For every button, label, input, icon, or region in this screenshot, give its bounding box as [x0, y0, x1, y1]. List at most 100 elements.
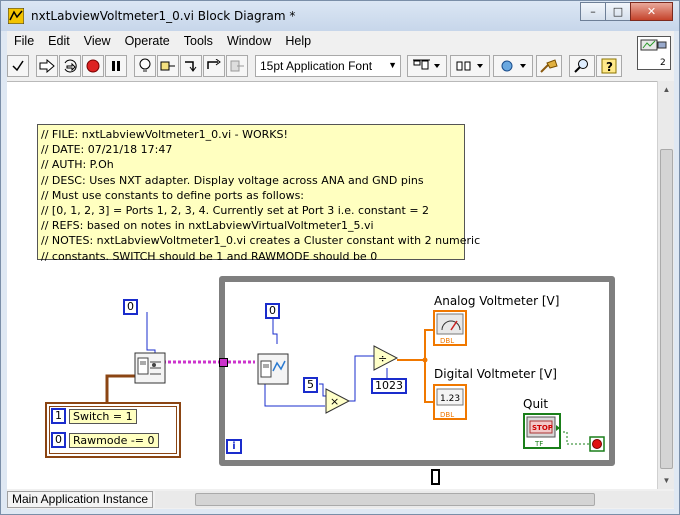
vertical-scrollbar[interactable]: ▲ ▼	[657, 81, 674, 489]
cleanup-broom-icon	[540, 59, 558, 73]
block-diagram-canvas[interactable]: // FILE: nxtLabviewVoltmeter1_0.vi - WOR…	[7, 81, 657, 489]
application-instance[interactable]: Main Application Instance	[7, 490, 154, 508]
iteration-terminal[interactable]: i	[226, 439, 242, 454]
divide-icon: ÷	[373, 345, 399, 371]
minimize-button[interactable]: –	[580, 2, 606, 21]
context-help-button[interactable]: ?	[596, 55, 622, 77]
distribute-objects-button[interactable]	[450, 55, 490, 77]
pause-icon	[112, 61, 120, 71]
comment-line: // FILE: nxtLabviewVoltmeter1_0.vi - WOR…	[41, 128, 288, 141]
scroll-up-icon[interactable]: ▲	[662, 85, 671, 94]
menu-file[interactable]: File	[14, 34, 35, 48]
help-question-icon: ?	[601, 58, 617, 74]
window-title: nxtLabviewVoltmeter1_0.vi Block Diagram …	[31, 9, 296, 23]
divide-node[interactable]: ÷	[373, 345, 399, 374]
checkmark-icon	[12, 60, 24, 72]
search-icon	[574, 59, 588, 73]
comment-line: // NOTES: nxtLabviewVoltmeter1_0.vi crea…	[41, 234, 481, 248]
product-wire	[349, 355, 375, 402]
comment-line: // DESC: Uses NXT adapter. Display volta…	[41, 173, 424, 187]
dbl-tag: DBL	[440, 411, 454, 419]
switch-constant[interactable]: 1	[51, 408, 66, 424]
quit-label: Quit	[523, 397, 549, 411]
run-checkmark-button[interactable]	[7, 55, 29, 77]
rawmode-label: Rawmode -= 0	[69, 433, 159, 448]
divisor-constant[interactable]: 1023	[371, 378, 407, 394]
nxt-sensor-read-icon	[257, 353, 289, 385]
font-selector-value: 15pt Application Font	[260, 59, 373, 73]
inner-port-constant[interactable]: 0	[265, 303, 280, 319]
switch-label: Switch = 1	[69, 409, 137, 424]
retain-wire-icon	[160, 61, 175, 71]
step-out-button[interactable]	[226, 55, 248, 77]
scroll-down-icon[interactable]: ▼	[662, 476, 671, 485]
digital-voltmeter-terminal[interactable]: 1.23 DBL	[433, 384, 467, 423]
menu-view[interactable]: View	[83, 34, 111, 48]
multiply-icon: ×	[325, 388, 351, 414]
step-into-button[interactable]	[180, 55, 202, 77]
menu-tools[interactable]: Tools	[183, 34, 213, 48]
highlight-execution-button[interactable]	[134, 55, 156, 77]
digital-voltmeter-label: Digital Voltmeter [V]	[434, 367, 557, 381]
horizontal-scrollbar[interactable]	[155, 490, 674, 508]
while-loop[interactable]	[219, 276, 615, 466]
retain-wire-values-button[interactable]	[157, 55, 179, 77]
rawmode-constant[interactable]: 0	[51, 432, 66, 448]
multiply-node[interactable]: ×	[325, 388, 351, 417]
close-button[interactable]: ✕	[630, 2, 673, 21]
cleanup-diagram-button[interactable]	[536, 55, 562, 77]
run-arrow-icon	[39, 59, 55, 73]
digital-display-value: 1.23	[440, 394, 460, 404]
labview-app-icon	[8, 8, 24, 24]
nxt-read-sensor-node[interactable]	[257, 353, 289, 388]
loop-condition-terminal[interactable]	[589, 436, 605, 455]
inner-port-wire	[272, 308, 278, 344]
numeric-indicator-icon: 1.23 DBL	[433, 384, 467, 420]
cluster-wire	[105, 374, 135, 402]
pause-button[interactable]	[105, 55, 127, 77]
stop-text: STOP	[532, 424, 553, 432]
font-selector[interactable]: 15pt Application Font ▼	[255, 55, 401, 77]
menu-window[interactable]: Window	[226, 34, 272, 48]
scale-constant[interactable]: 5	[303, 377, 318, 393]
align-objects-button[interactable]	[407, 55, 447, 77]
toolbar: 15pt Application Font ▼ ?	[7, 53, 637, 79]
comment-line: // DATE: 07/21/18 17:47	[41, 143, 173, 157]
voltage-wire	[397, 329, 433, 403]
abort-button[interactable]	[82, 55, 104, 77]
hscroll-thumb[interactable]	[195, 492, 596, 506]
menu-edit[interactable]: Edit	[48, 34, 70, 48]
stop-icon	[86, 59, 100, 73]
svg-text:÷: ÷	[378, 352, 387, 365]
run-continuously-button[interactable]	[59, 55, 81, 77]
run-button[interactable]	[36, 55, 58, 77]
comment-line: // constants. SWITCH should be 1 and RAW…	[41, 249, 378, 263]
search-button[interactable]	[569, 55, 595, 77]
nxt-open-sensor-node[interactable]	[134, 352, 166, 387]
vi-icon[interactable]: 2	[637, 36, 671, 70]
title-bar[interactable]: nxtLabviewVoltmeter1_0.vi Block Diagram …	[1, 1, 679, 31]
comment-line: // REFS: based on notes in nxtLabviewVir…	[41, 219, 374, 233]
step-over-button[interactable]	[203, 55, 225, 77]
scroll-thumb[interactable]	[660, 149, 673, 469]
analog-voltmeter-terminal[interactable]: DBL	[433, 310, 467, 349]
align-objects-icon	[413, 59, 440, 70]
stop-button-icon: STOP TF	[523, 413, 561, 449]
reorder-button[interactable]	[493, 55, 533, 77]
comment-line: // AUTH: P.Oh	[41, 158, 114, 172]
window-client: File Edit View Operate Tools Window Help	[7, 31, 674, 509]
five-wire	[319, 383, 327, 397]
distribute-objects-icon	[456, 61, 483, 71]
svg-text:?: ?	[606, 60, 613, 74]
reorder-icon	[501, 60, 526, 72]
status-bar: Main Application Instance	[7, 489, 674, 509]
config-cluster-constant[interactable]	[45, 402, 181, 458]
port-constant[interactable]: 0	[123, 299, 138, 315]
vi-connector-icon: 2	[639, 38, 669, 68]
menu-operate[interactable]: Operate	[124, 34, 170, 48]
header-comment[interactable]: // FILE: nxtLabviewVoltmeter1_0.vi - WOR…	[37, 124, 481, 263]
menu-help[interactable]: Help	[285, 34, 312, 48]
quit-button-terminal[interactable]: STOP TF	[523, 413, 561, 452]
maximize-button[interactable]: □	[605, 2, 631, 21]
